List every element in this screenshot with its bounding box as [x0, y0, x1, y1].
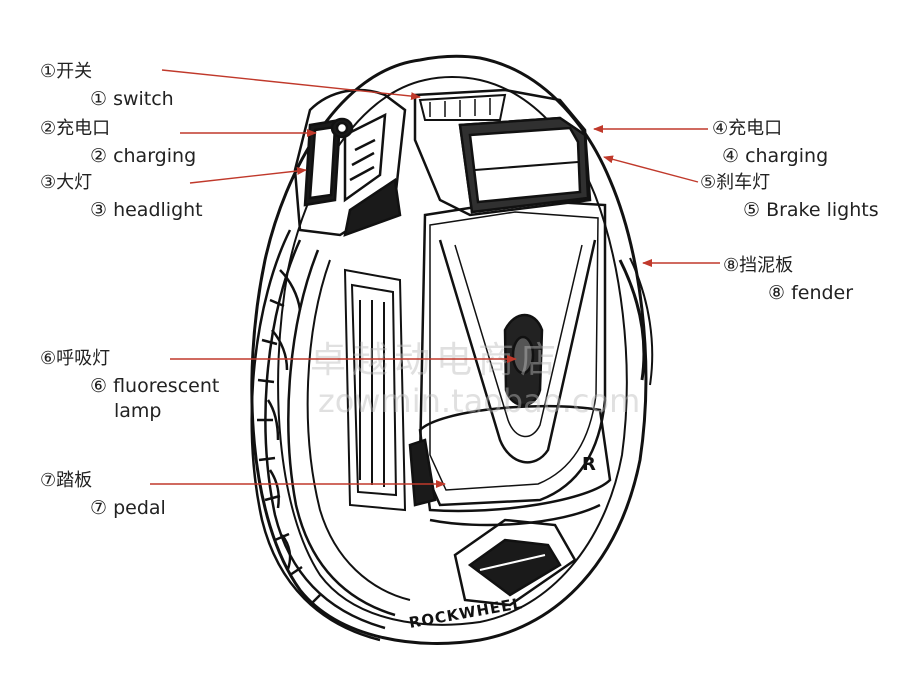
bottom-guard	[453, 518, 577, 607]
label-charging-left-zh: ②充电口	[40, 118, 111, 139]
callout-arrows	[150, 69, 720, 488]
body-panel	[418, 198, 607, 507]
label-brake-lights-zh: ⑤刹车灯	[700, 172, 771, 193]
tire	[250, 229, 396, 642]
label-charging-right-zh: ④充电口	[712, 118, 783, 139]
pedal: R	[408, 404, 612, 527]
label-headlight-en: ③ headlight	[90, 199, 203, 221]
watermark-url: zowmin.taobao.com	[318, 382, 640, 420]
label-fluorescent-lamp-en-2: lamp	[114, 400, 162, 422]
fender-strip	[618, 257, 654, 386]
arrow-headlight	[189, 167, 307, 184]
front-frame	[293, 88, 407, 237]
arrow-switch	[161, 69, 421, 101]
label-pedal-en: ⑦ pedal	[90, 497, 166, 519]
watermark-chinese: 卓越动电商店	[310, 340, 562, 381]
label-fluorescent-lamp-en: ⑥ fluorescent	[90, 375, 220, 397]
label-charging-right-en: ④ charging	[722, 145, 829, 167]
label-fender-en: ⑧ fender	[768, 282, 854, 304]
label-fluorescent-lamp-zh: ⑥呼吸灯	[40, 348, 111, 369]
label-charging-left-en: ② charging	[90, 145, 197, 167]
label-headlight-zh: ③大灯	[40, 172, 93, 193]
label-switch-en: ① switch	[90, 88, 174, 110]
label-fender-zh: ⑧挡泥板	[723, 255, 794, 276]
pedal-logo: R	[582, 454, 596, 475]
label-pedal-zh: ⑦踏板	[40, 470, 93, 491]
label-switch-zh: ①开关	[40, 61, 93, 82]
rim	[306, 259, 411, 601]
arrow-brake-lights	[603, 155, 699, 183]
top-battery	[413, 88, 592, 217]
label-brake-lights-en: ⑤ Brake lights	[743, 199, 879, 221]
